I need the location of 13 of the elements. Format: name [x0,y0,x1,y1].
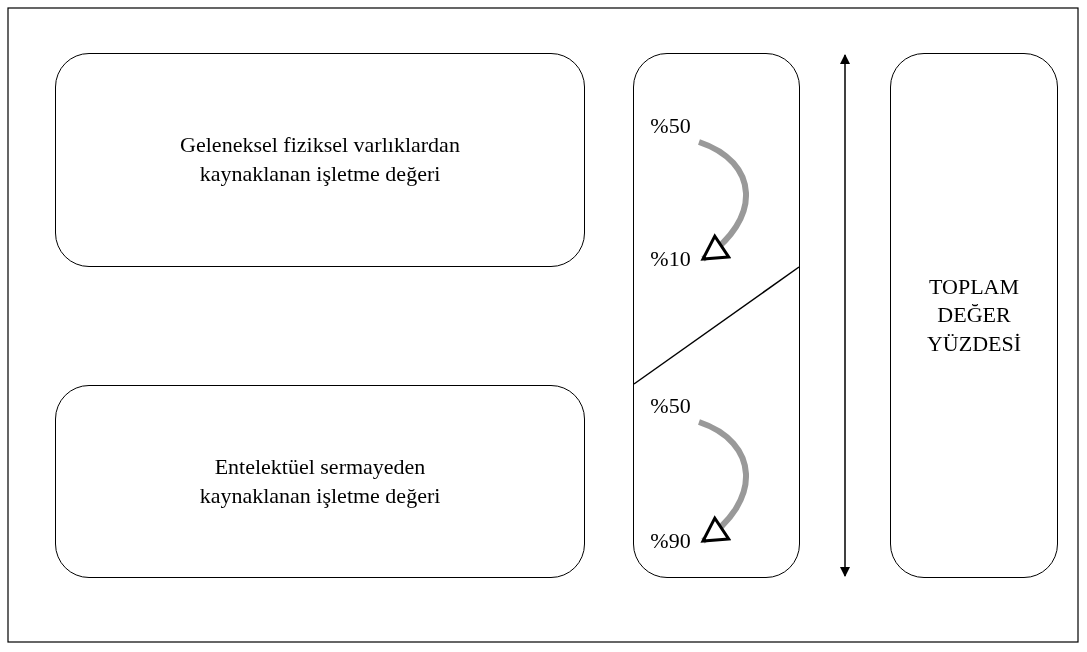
box-label: TOPLAM DEĞER YÜZDESİ [925,272,1023,358]
rounded-box [890,53,1058,578]
curved-arrow [697,139,749,262]
rounded-box [55,385,585,578]
box-label: Entelektüel sermayeden kaynaklanan işletme değeri [198,452,442,510]
percentage-label: %50 [644,111,697,140]
rounded-box [55,53,585,267]
percentage-label: %10 [644,244,697,273]
box-label: Geleneksel fiziksel varlıklardan kaynaklanan işletme değeri [179,131,461,188]
percentage-label: %50 [644,391,697,420]
percentage-label: %90 [644,526,697,555]
rounded-column-box [633,53,800,578]
curved-arrow [697,419,749,544]
